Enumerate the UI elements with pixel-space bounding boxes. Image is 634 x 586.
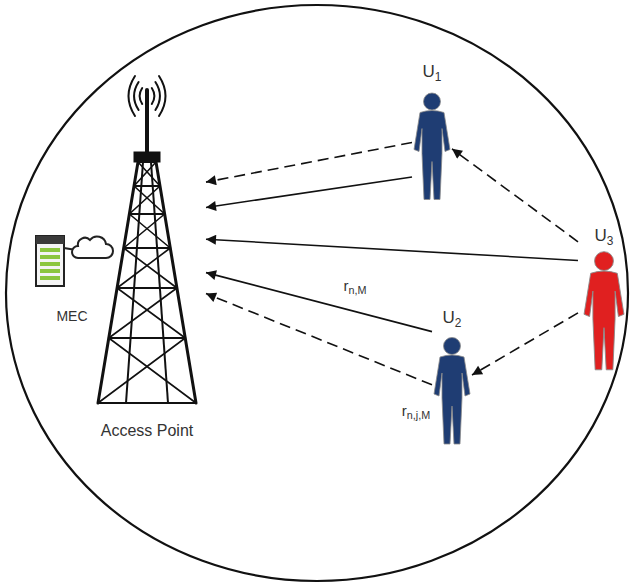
access-point-node: Access Point <box>88 68 206 440</box>
user-node: U2 <box>432 308 472 450</box>
tower-leg <box>126 162 143 403</box>
coverage-circle <box>6 5 628 581</box>
server-bay <box>40 255 60 259</box>
tower-brace <box>117 288 185 338</box>
radio-wave <box>152 88 155 104</box>
tower-brace <box>117 287 177 289</box>
tower-brace <box>129 186 160 214</box>
user-label: U3 <box>595 226 614 247</box>
tower-brace <box>124 214 165 248</box>
user-node: U1 <box>412 62 452 207</box>
direct-link <box>206 239 578 260</box>
tower-leg <box>156 162 196 403</box>
person-body <box>434 355 470 444</box>
dashed-link <box>472 313 578 375</box>
tower-brace <box>138 161 156 163</box>
rate-label: rn,j,M <box>400 402 432 421</box>
dashed-link <box>452 149 578 242</box>
symbol: U <box>423 62 435 81</box>
tower-leg <box>151 162 168 403</box>
tower-brace <box>134 162 156 186</box>
symbol: U <box>443 308 455 327</box>
dashed-link <box>206 143 412 183</box>
cloud-icon <box>72 236 113 258</box>
symbol: r <box>402 402 407 419</box>
radio-wave <box>159 76 166 116</box>
radio-wave <box>134 82 139 110</box>
symbol: U <box>595 226 607 245</box>
server-body <box>36 236 64 286</box>
person-icon <box>412 86 452 207</box>
tower-brace <box>109 288 177 338</box>
tower-brace <box>129 214 170 248</box>
server-top <box>36 236 64 244</box>
user-node: U3 <box>578 226 630 372</box>
tower-brace <box>134 186 165 214</box>
tower-brace <box>109 337 185 339</box>
person-icon <box>578 250 630 372</box>
radio-wave <box>140 88 143 104</box>
tower-leg <box>98 162 138 403</box>
subscript: 3 <box>607 234 614 248</box>
tower-icon <box>88 68 206 440</box>
tower-brace <box>98 338 185 403</box>
server-bay <box>40 262 60 266</box>
mec-server-node: MEC <box>30 232 114 324</box>
user-label: U2 <box>443 308 462 329</box>
subscript: n,M <box>349 285 367 297</box>
server-bay <box>40 269 60 273</box>
server-label: MEC <box>56 308 87 324</box>
dashed-link <box>206 294 432 385</box>
person-icon <box>432 332 472 450</box>
subscript: n,j,M <box>407 410 430 422</box>
person-head <box>424 93 441 110</box>
person-body <box>584 271 624 370</box>
access-point-label: Access Point <box>101 422 193 440</box>
server-bay <box>40 276 60 280</box>
tower-brace <box>129 213 164 215</box>
tower-brace <box>134 185 160 187</box>
person-head <box>595 252 614 271</box>
radio-wave <box>155 82 160 110</box>
tower-brace <box>109 338 196 403</box>
direct-link <box>206 273 432 332</box>
radio-wave <box>129 76 136 116</box>
user-label: U1 <box>423 62 442 83</box>
tower-brace <box>124 247 171 249</box>
antenna-mast <box>145 90 149 156</box>
direct-link <box>206 177 412 208</box>
server-bay <box>40 248 60 252</box>
symbol: r <box>344 277 349 294</box>
person-head <box>444 338 461 355</box>
tower-brace <box>124 248 177 288</box>
rate-label: rn,M <box>342 277 369 296</box>
person-body <box>414 111 450 200</box>
tower-brace <box>138 162 160 186</box>
subscript: 2 <box>455 316 462 330</box>
tower-platform <box>134 152 160 162</box>
tower-brace <box>98 402 196 404</box>
tower-brace <box>117 248 170 288</box>
subscript: 1 <box>435 70 442 84</box>
